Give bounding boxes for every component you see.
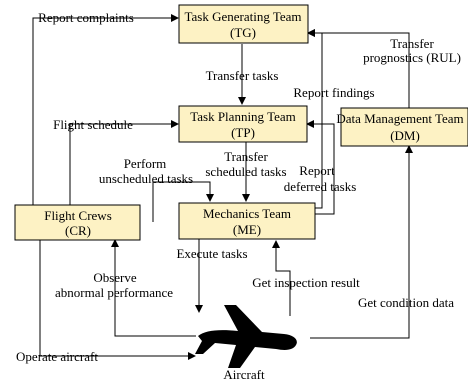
label-perform-unscheduled-2: unscheduled tasks (99, 171, 193, 186)
node-mechanics-team: Mechanics Team (ME) (178, 202, 316, 240)
label-transfer-prognostics-2: prognostics (RUL) (363, 50, 461, 65)
label-report-findings: Report findings (293, 85, 374, 100)
label-perform-unscheduled-1: Perform (124, 156, 167, 171)
label-execute-tasks: Execute tasks (176, 246, 247, 261)
edge-operate-aircraft (39, 240, 196, 360)
label-transfer-scheduled-1: Transfer (224, 149, 268, 164)
label-transfer-prognostics-1: Transfer (390, 36, 434, 51)
me-name: Mechanics Team (203, 206, 291, 221)
node-data-management-team: Data Management Team (DM) (336, 107, 468, 147)
aircraft-icon (195, 305, 297, 368)
label-transfer-scheduled-2: scheduled tasks (205, 164, 286, 179)
edge-report-deferred (306, 120, 335, 215)
label-report-deferred-2: deferred tasks (284, 179, 357, 194)
cr-abbr: (CR) (65, 223, 91, 238)
label-report-complaints: Report complaints (38, 10, 134, 25)
edge-labels: Report complaints Transfer tasks Report … (16, 10, 461, 364)
edge-report-complaints (32, 14, 179, 205)
label-observe-1: Observe (93, 270, 137, 285)
label-observe-2: abnormal performance (55, 285, 173, 300)
edge-observe-abnormal (111, 239, 196, 337)
me-abbr: (ME) (233, 222, 261, 237)
tp-name: Task Planning Team (190, 109, 296, 124)
node-task-generating-team: Task Generating Team (TG) (178, 4, 309, 44)
label-report-deferred-1: Report (299, 163, 335, 178)
label-operate-aircraft: Operate aircraft (16, 349, 98, 364)
cr-name: Flight Crews (44, 208, 112, 223)
connectors (32, 14, 413, 360)
edge-perform-unscheduled (152, 181, 214, 222)
edge-get-inspection (272, 240, 291, 316)
edge-transfer-prognostics (307, 29, 410, 108)
label-get-inspection: Get inspection result (252, 275, 360, 290)
tg-name: Task Generating Team (184, 9, 301, 24)
node-flight-crews: Flight Crews (CR) (14, 204, 141, 241)
tp-abbr: (TP) (231, 125, 255, 140)
aircraft-label: Aircraft (223, 367, 265, 381)
edge-flight-schedule (69, 120, 179, 205)
label-get-condition: Get condition data (358, 295, 454, 310)
edge-get-condition (310, 145, 413, 339)
dm-name: Data Management Team (336, 111, 463, 126)
tg-abbr: (TG) (230, 25, 256, 40)
dm-abbr: (DM) (390, 128, 420, 143)
label-flight-schedule: Flight schedule (53, 117, 133, 132)
label-transfer-tasks: Transfer tasks (206, 68, 279, 83)
node-task-planning-team: Task Planning Team (TP) (178, 105, 308, 143)
